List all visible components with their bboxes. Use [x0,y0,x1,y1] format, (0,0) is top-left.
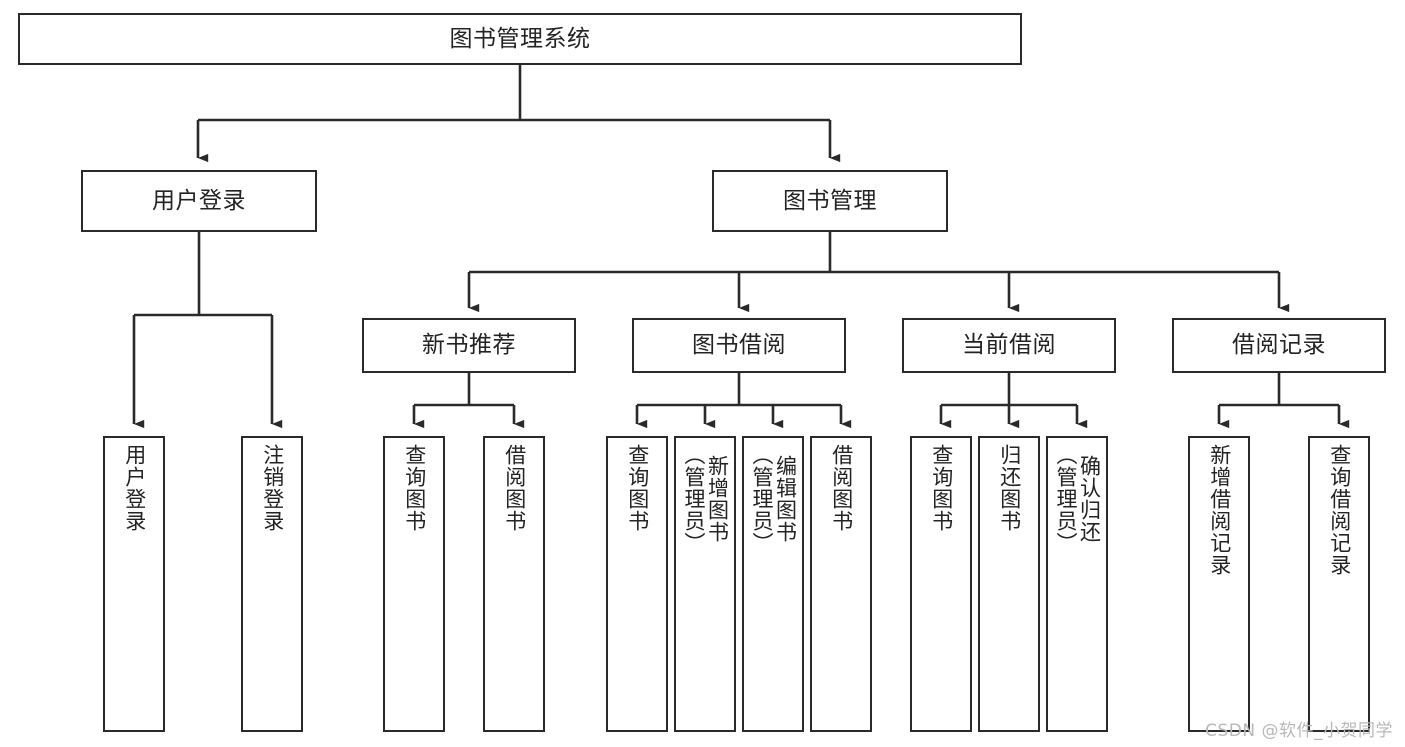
node-new-book-recommend[interactable]: 新书推荐 [362,318,576,373]
leaf-return-book-label: 归还图书 [997,444,1022,532]
leaf-add-borrow-record[interactable]: 新增借阅记录 [1188,436,1250,732]
node-borrow-record-label: 借阅记录 [1232,332,1326,359]
leaf-edit-book[interactable]: 编辑图书 （管理员） [742,436,804,732]
node-book-borrow-label: 图书借阅 [692,332,786,359]
node-current-borrow-label: 当前借阅 [962,332,1056,359]
watermark: CSDN @软件_小贺同学 [1205,721,1393,741]
leaf-query-book-3-label: 查询图书 [929,444,954,532]
node-current-borrow[interactable]: 当前借阅 [902,318,1116,373]
leaf-edit-book-label: 编辑图书 （管理员） [750,444,798,554]
leaf-query-borrow-record[interactable]: 查询借阅记录 [1308,436,1370,732]
leaf-query-book-2[interactable]: 查询图书 [606,436,668,732]
leaf-borrow-book-2-label: 借阅图书 [829,444,854,532]
node-book-borrow[interactable]: 图书借阅 [632,318,846,373]
leaf-query-borrow-record-label: 查询借阅记录 [1327,444,1352,576]
leaf-borrow-book-2[interactable]: 借阅图书 [810,436,872,732]
leaf-query-book-2-label: 查询图书 [625,444,650,532]
leaf-logout-label: 注销登录 [260,444,285,532]
node-user-login[interactable]: 用户登录 [81,170,317,232]
node-new-book-recommend-label: 新书推荐 [422,332,516,359]
leaf-borrow-book-1[interactable]: 借阅图书 [483,436,545,732]
leaf-confirm-return[interactable]: 确认归还 （管理员） [1046,436,1108,732]
leaf-confirm-return-label: 确认归还 （管理员） [1054,444,1102,554]
leaf-return-book[interactable]: 归还图书 [978,436,1040,732]
node-book-management-label: 图书管理 [783,187,877,214]
node-root-label: 图书管理系统 [449,25,591,52]
leaf-query-book-1-label: 查询图书 [402,444,427,532]
leaf-query-book-1[interactable]: 查询图书 [383,436,445,732]
leaf-user-login[interactable]: 用户登录 [103,436,165,732]
leaf-add-borrow-record-label: 新增借阅记录 [1207,444,1232,576]
node-borrow-record[interactable]: 借阅记录 [1172,318,1386,373]
leaf-user-login-label: 用户登录 [122,444,147,532]
leaf-borrow-book-1-label: 借阅图书 [502,444,527,532]
node-root[interactable]: 图书管理系统 [18,13,1022,65]
node-book-management[interactable]: 图书管理 [712,170,948,232]
leaf-query-book-3[interactable]: 查询图书 [910,436,972,732]
node-user-login-label: 用户登录 [152,187,246,214]
leaf-logout[interactable]: 注销登录 [241,436,303,732]
leaf-add-book[interactable]: 新增图书 （管理员） [674,436,736,732]
leaf-add-book-label: 新增图书 （管理员） [682,444,730,554]
